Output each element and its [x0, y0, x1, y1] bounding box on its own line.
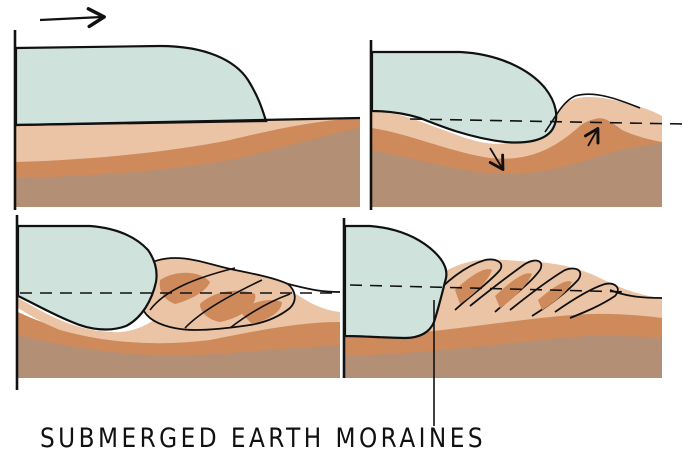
glacier-ice — [16, 46, 266, 125]
ground-surface-line — [288, 284, 340, 292]
diagram-caption: SUBMERGED EARTH MORAINES — [40, 423, 487, 454]
panel-top-left — [15, 17, 360, 210]
panel-bottom-right — [344, 218, 662, 426]
panel-top-right — [371, 40, 683, 210]
glacier-ice — [345, 226, 446, 338]
panel-bottom-left — [17, 215, 340, 390]
arrow-right-icon — [40, 17, 102, 20]
